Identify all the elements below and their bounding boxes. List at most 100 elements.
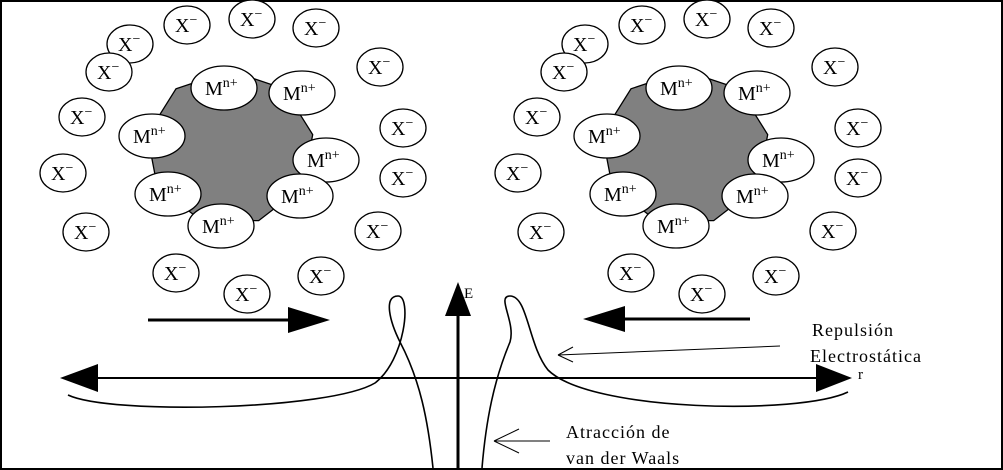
ion-charge: − [633, 261, 641, 276]
r-axis-label: r [858, 367, 863, 383]
ion-base: M [738, 83, 756, 105]
ion-symbol: X− [368, 55, 390, 79]
ion-circle [494, 153, 542, 193]
ion-charge: n+ [756, 81, 771, 96]
ion-symbol: X− [552, 60, 574, 84]
ion-charge: − [778, 264, 786, 279]
ion-base: X [70, 107, 85, 129]
ion-symbol: X− [97, 60, 119, 84]
ion-circle [752, 256, 800, 296]
ion-circle [379, 108, 427, 148]
ion-symbol: Mn+ [604, 182, 637, 206]
ion-charge: − [380, 219, 388, 234]
ion-charge: − [773, 16, 781, 31]
ion-symbol: Mn+ [660, 76, 693, 100]
ion-base: X [823, 57, 838, 79]
ion-symbol: X− [118, 32, 140, 56]
ion-symbol: Mn+ [133, 124, 166, 148]
ion-base: X [846, 168, 861, 190]
ion-symbol: X− [846, 116, 868, 140]
ion-circle [513, 97, 561, 137]
ion-circle [683, 0, 731, 39]
cation-m-n-plus: Mn+ [118, 113, 186, 159]
ion-charge: n+ [325, 148, 340, 163]
ion-base: X [235, 284, 250, 306]
repulsion-label-line1: Repulsión [812, 320, 894, 340]
ion-base: X [368, 57, 383, 79]
cation-m-n-plus: Mn+ [292, 137, 360, 183]
ion-symbol: Mn+ [762, 148, 795, 172]
ion-symbol: Mn+ [281, 184, 314, 208]
cation-m-n-plus: Mn+ [645, 65, 713, 111]
ion-symbol: X− [366, 219, 388, 243]
ion-base: M [283, 83, 301, 105]
anion-x-minus: X− [834, 158, 882, 198]
ion-base: X [97, 62, 112, 84]
attraction-pointer [493, 428, 550, 454]
ion-circle [163, 5, 211, 45]
anion-x-minus: X− [228, 0, 276, 39]
ion-base: X [164, 263, 179, 285]
anion-x-minus: X− [811, 47, 859, 87]
ion-base: X [391, 118, 406, 140]
ion-charge: − [132, 32, 140, 47]
ion-charge: − [178, 261, 186, 276]
particle-right: Mn+Mn+Mn+Mn+Mn+Mn+Mn+X−X−X−X−X−X−X−X−X−X… [494, 0, 882, 314]
ion-circle [354, 211, 402, 251]
anion-x-minus: X− [683, 0, 731, 39]
ion-symbol: Mn+ [657, 214, 690, 238]
anion-x-minus: X− [494, 153, 542, 193]
anion-x-minus: X− [223, 274, 271, 314]
ion-symbol: X− [823, 55, 845, 79]
ion-charge: − [249, 282, 257, 297]
ion-circle [152, 253, 200, 293]
ion-base: X [764, 266, 779, 288]
ion-circle [39, 153, 87, 193]
anion-x-minus: X− [517, 212, 565, 252]
ion-charge: n+ [223, 76, 238, 91]
ion-circle [118, 113, 186, 159]
ion-circle [85, 52, 133, 92]
r-axis: r [60, 364, 863, 392]
anion-x-minus: X− [678, 274, 726, 314]
ion-circle [723, 70, 791, 116]
ion-charge: − [539, 105, 547, 120]
ion-circle [223, 274, 271, 314]
anion-x-minus: X− [85, 52, 133, 92]
ion-charge: − [189, 13, 197, 28]
ion-base: M [202, 216, 220, 238]
ion-base: M [588, 126, 606, 148]
anion-x-minus: X− [607, 253, 655, 293]
ion-base: X [529, 222, 544, 244]
ion-symbol: X− [391, 166, 413, 190]
ion-symbol: X− [846, 166, 868, 190]
ion-base: X [51, 163, 66, 185]
ion-charge: n+ [675, 214, 690, 229]
ion-base: M [736, 186, 754, 208]
anion-x-minus: X− [39, 153, 87, 193]
cation-m-n-plus: Mn+ [747, 137, 815, 183]
ion-circle [356, 47, 404, 87]
ion-symbol: X− [529, 220, 551, 244]
ion-symbol: X− [821, 219, 843, 243]
ion-base: X [846, 118, 861, 140]
ion-charge: − [704, 282, 712, 297]
ion-charge: n+ [299, 184, 314, 199]
ion-circle [62, 212, 110, 252]
ion-charge: − [405, 116, 413, 131]
anion-x-minus: X− [752, 256, 800, 296]
ion-circle [607, 253, 655, 293]
e-axis: E [445, 282, 473, 468]
ion-circle [134, 171, 202, 217]
cation-m-n-plus: Mn+ [134, 171, 202, 217]
ion-charge: − [566, 60, 574, 75]
ion-charge: n+ [606, 124, 621, 139]
cation-m-n-plus: Mn+ [573, 113, 641, 159]
anion-x-minus: X− [163, 5, 211, 45]
ion-base: X [695, 9, 710, 31]
ion-symbol: X− [164, 261, 186, 285]
anion-x-minus: X− [618, 5, 666, 45]
ion-charge: − [860, 116, 868, 131]
repulsion-label-line2: Electrostática [810, 346, 922, 366]
anion-x-minus: X− [152, 253, 200, 293]
